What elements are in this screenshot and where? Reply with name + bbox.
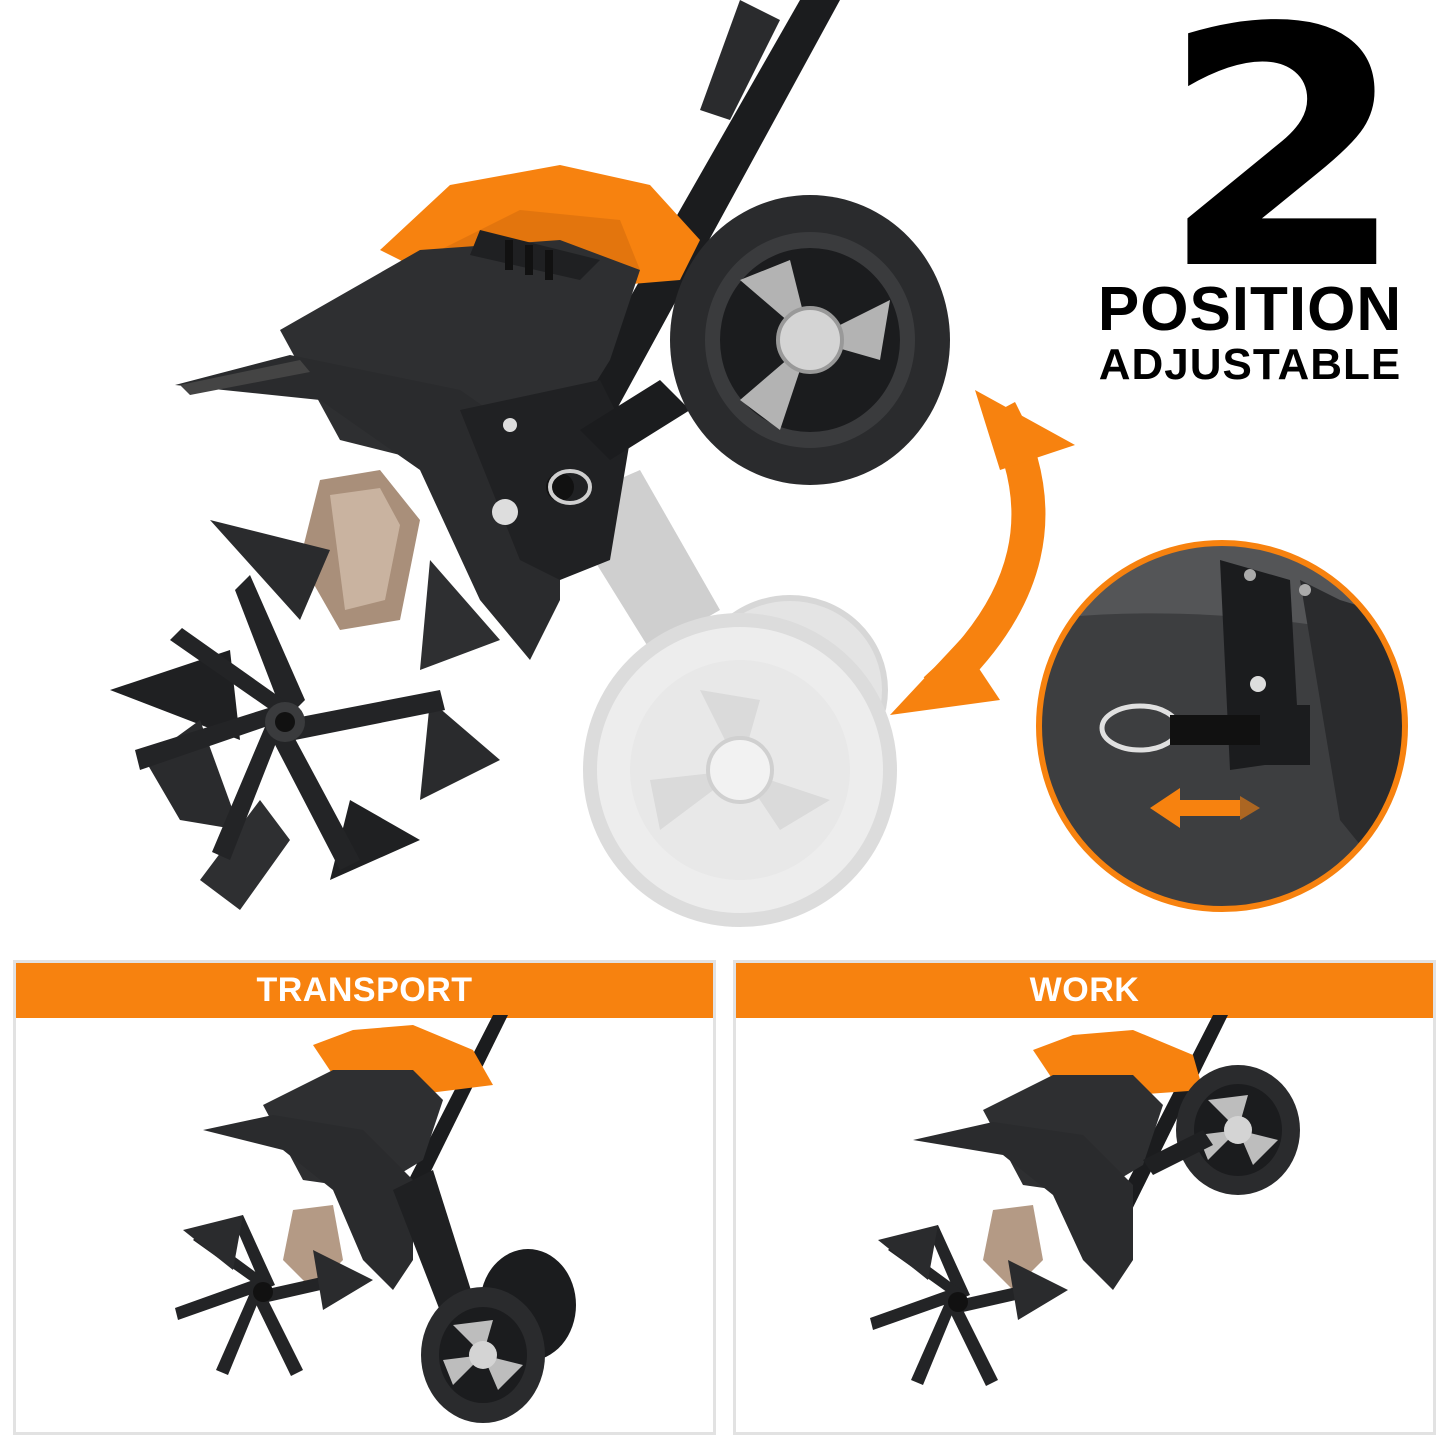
work-panel-header: WORK (736, 963, 1433, 1018)
tiller-fender (175, 355, 560, 660)
work-panel: WORK (733, 960, 1436, 1435)
tiller-tines (110, 520, 500, 910)
transport-panel: TRANSPORT (13, 960, 716, 1435)
hitch-pin (546, 469, 592, 505)
raised-wheel (670, 195, 950, 485)
hitch-detail-circle (1036, 540, 1408, 912)
transport-panel-header: TRANSPORT (16, 963, 713, 1018)
headline-number: 2 (1159, 0, 1407, 342)
main-tiller-illustration (110, 0, 1408, 927)
headline-line-1: POSITION (1097, 275, 1403, 344)
curved-double-arrow-icon (890, 390, 1075, 715)
work-tiller-illustration (870, 1015, 1300, 1386)
tiller-handle (560, 0, 840, 440)
ghost-wheel (560, 470, 897, 927)
transport-tiller-illustration (175, 1015, 576, 1423)
double-arrow-icon (1150, 788, 1240, 828)
headline-line-2: ADJUSTABLE (1098, 340, 1402, 389)
